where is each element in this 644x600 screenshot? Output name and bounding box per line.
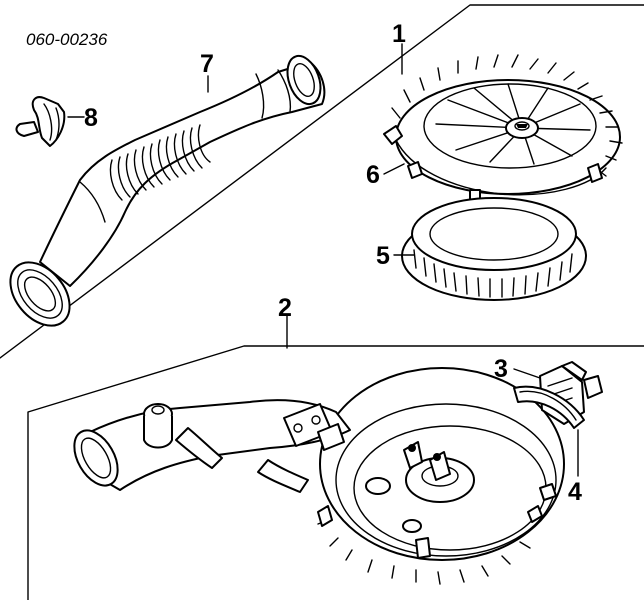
callout-5: 5 xyxy=(376,242,390,270)
air-intake-duct xyxy=(9,54,326,327)
upper-assembly-frame xyxy=(0,4,644,359)
callout-3: 3 xyxy=(494,355,508,383)
lower-assembly-frame xyxy=(27,345,644,600)
callout-7: 7 xyxy=(200,50,214,78)
callout-4: 4 xyxy=(568,478,582,506)
cover-gasket-rim xyxy=(383,125,607,205)
push-clip xyxy=(15,96,66,147)
callout-2: 2 xyxy=(278,294,292,322)
leader-lines xyxy=(67,43,579,477)
air-cleaner-housing xyxy=(73,367,565,585)
sensor-gasket xyxy=(513,385,585,429)
air-filter-element xyxy=(401,197,587,301)
callout-8: 8 xyxy=(84,104,98,132)
callout-6: 6 xyxy=(366,161,380,189)
diagram-code: 060-00236 xyxy=(26,30,108,49)
callout-1: 1 xyxy=(392,20,406,48)
air-cleaner-cover xyxy=(391,54,623,195)
